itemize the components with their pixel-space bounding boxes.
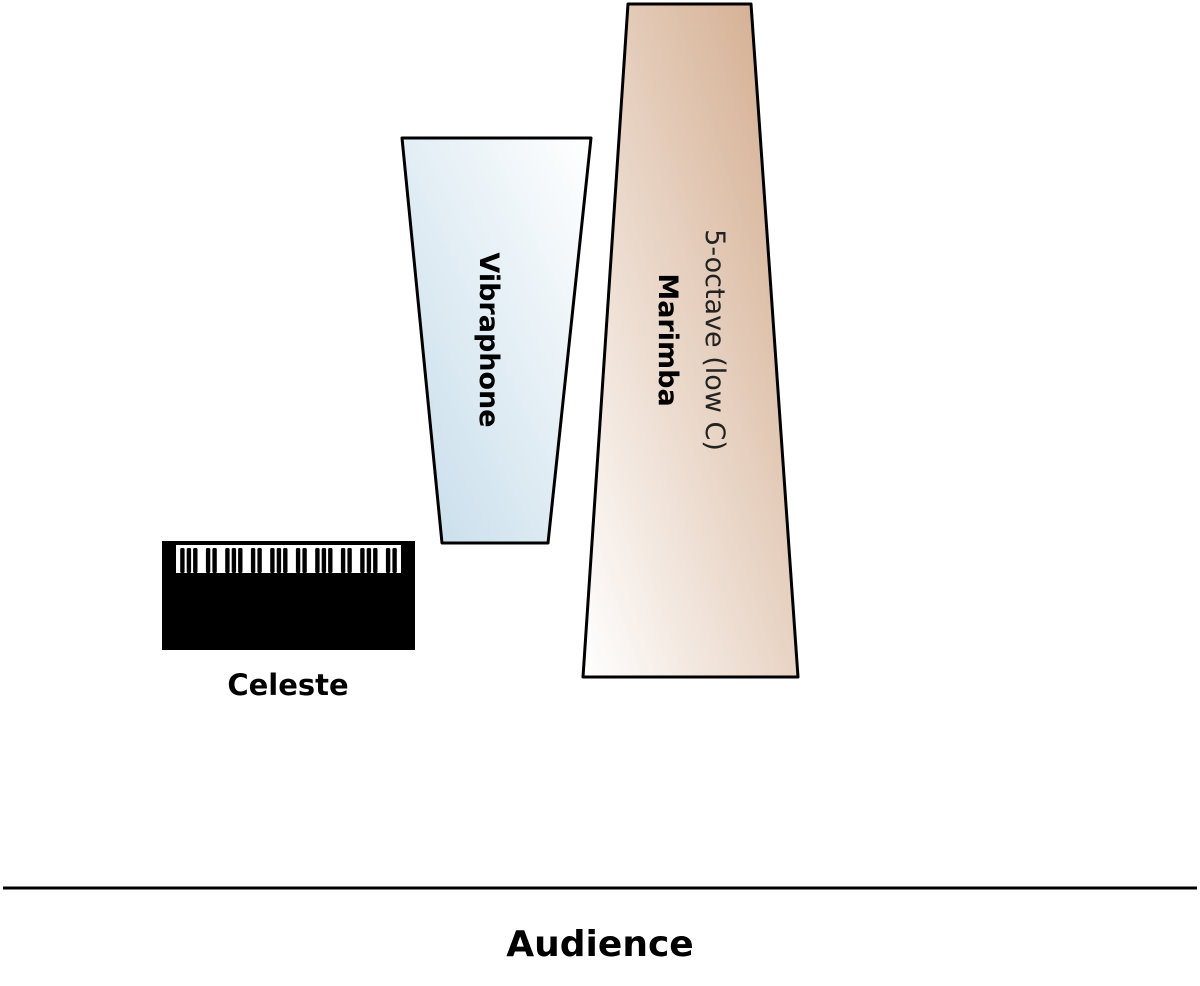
marimba-label: Marimba: [652, 273, 683, 406]
celeste-black-key: [186, 548, 192, 573]
celeste-black-keys: [180, 548, 397, 573]
celeste-black-key: [283, 548, 288, 573]
marimba-sublabel: 5-octave (low C): [699, 229, 730, 451]
celeste-black-key: [238, 548, 243, 573]
celeste-black-key: [270, 548, 275, 573]
marimba: Marimba 5-octave (low C): [581, 2, 800, 679]
vibraphone-shape: [400, 136, 593, 545]
celeste-black-key: [328, 548, 333, 573]
celeste-black-key: [225, 548, 230, 573]
celeste-black-key: [385, 548, 391, 573]
celeste-black-key: [392, 548, 397, 573]
celeste-black-key: [295, 548, 301, 573]
celeste-black-key: [340, 548, 346, 573]
celeste-black-key: [373, 548, 378, 573]
celeste-black-key: [180, 548, 185, 573]
celeste-label: Celeste: [227, 668, 348, 702]
celeste-black-key: [366, 548, 372, 573]
celeste-black-key: [276, 548, 282, 573]
celeste-black-key: [302, 548, 307, 573]
celeste-black-key: [360, 548, 365, 573]
celeste-black-key: [257, 548, 262, 573]
celeste-black-key: [205, 548, 211, 573]
celeste-black-key: [250, 548, 256, 573]
vibraphone-label: Vibraphone: [473, 252, 504, 427]
vibraphone: Vibraphone: [400, 136, 593, 545]
celeste-black-key: [231, 548, 237, 573]
celeste-black-key: [315, 548, 320, 573]
celeste-black-key: [193, 548, 198, 573]
celeste-black-key: [321, 548, 327, 573]
audience-label: Audience: [506, 924, 693, 965]
celeste-black-key: [347, 548, 352, 573]
marimba-shape: [581, 2, 800, 679]
celeste-black-key: [212, 548, 217, 573]
celeste: Celeste: [162, 541, 415, 702]
